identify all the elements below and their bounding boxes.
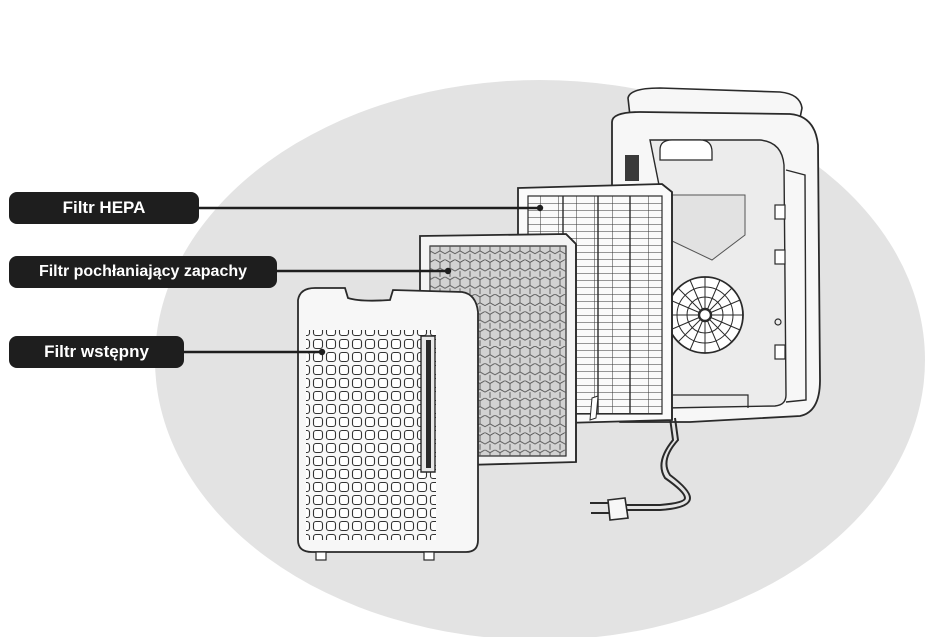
leader-dot-pre — [318, 348, 326, 356]
leader-lines — [183, 206, 540, 354]
label-pre-filter: Filtr wstępny — [9, 336, 184, 368]
leader-dot-odor — [444, 267, 452, 275]
leader-dot-hepa — [536, 204, 544, 212]
pre-filter — [297, 287, 479, 561]
fan-grille — [666, 276, 744, 354]
label-hepa-filter: Filtr HEPA — [9, 192, 199, 224]
label-odor-filter: Filtr pochłaniający zapachy — [9, 256, 277, 288]
power-plug — [590, 497, 629, 521]
power-cord — [625, 417, 692, 511]
